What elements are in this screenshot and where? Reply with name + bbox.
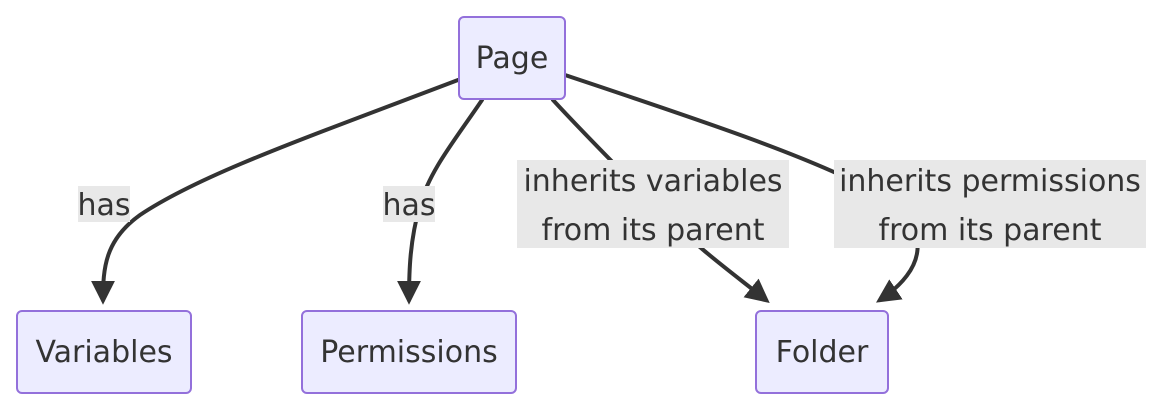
node-label: Page <box>476 41 549 76</box>
node-label: Variables <box>35 335 172 370</box>
node-permissions[interactable]: Permissions <box>301 310 517 394</box>
edge-label-text: has <box>77 188 130 223</box>
node-variables[interactable]: Variables <box>16 310 192 394</box>
node-label: Folder <box>776 335 869 370</box>
edge-label-inherits-permissions: inherits permissions from its parent <box>834 160 1146 248</box>
node-label: Permissions <box>320 335 497 370</box>
edge-label-has-permissions: has <box>382 186 436 223</box>
edge-label-line-2: from its parent <box>542 213 765 248</box>
edge-label-text: has <box>382 188 435 223</box>
edge-label-line-2: from its parent <box>879 213 1102 248</box>
edge-label-inherits-variables: inherits variables from its parent <box>517 160 789 248</box>
edge-label-has-variables: has <box>77 186 131 223</box>
edge-page-to-variables <box>91 78 460 305</box>
edge-label-line-1: inherits permissions <box>839 164 1141 199</box>
node-folder[interactable]: Folder <box>755 310 889 394</box>
edge-label-line-1: inherits variables <box>523 164 782 199</box>
node-page[interactable]: Page <box>458 16 566 100</box>
